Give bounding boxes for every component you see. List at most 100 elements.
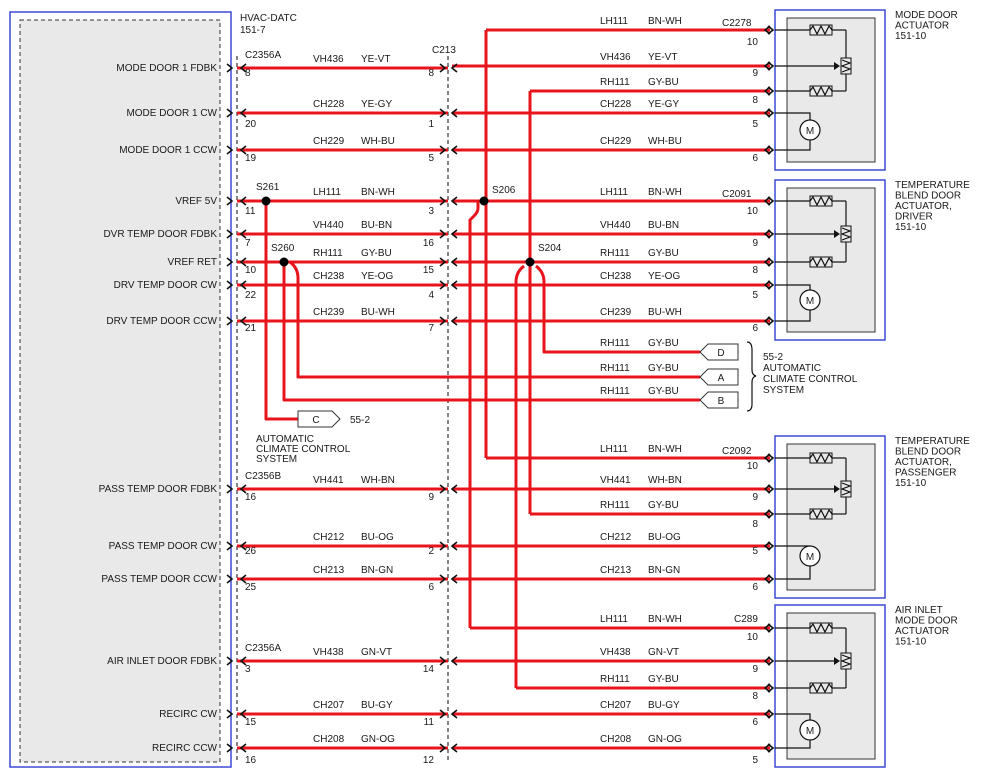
reference-label: SYSTEM: [256, 454, 297, 465]
connector-id: C289: [734, 614, 758, 625]
actuator-label: BLEND DOOR: [895, 191, 961, 202]
connector-tag-letter: C: [312, 415, 319, 426]
actuator-pin-chevron: [763, 257, 771, 267]
actuator-pin-number: 5: [752, 755, 758, 766]
reference-label: CLIMATE CONTROL: [763, 374, 858, 385]
connector-pin-chevron: [439, 316, 447, 326]
circuit-id: RH111: [600, 77, 630, 88]
connector-pin-chevron: [450, 709, 458, 719]
connector-pin-number: 16: [423, 238, 435, 249]
actuator-pin-chevron: [763, 484, 771, 494]
wire-color: BN-WH: [648, 614, 682, 625]
circuit-id: CH208: [313, 734, 345, 745]
resistor-symbol: [809, 85, 833, 97]
connector-pin-chevron: [439, 541, 447, 551]
actuator-pin-number: 8: [752, 691, 758, 702]
module-pin-label: MODE DOOR 1 FDBK: [116, 63, 217, 74]
connector-id: C2278: [722, 18, 752, 29]
circuit-id: VH441: [313, 475, 344, 486]
circuit-id: CH239: [313, 307, 345, 318]
circuit-id: CH213: [600, 565, 632, 576]
wire-color: GY-BU: [648, 363, 679, 374]
actuator-pin-chevron: [763, 541, 771, 551]
circuit-id: CH228: [313, 99, 345, 110]
actuator-pin-chevron: [763, 86, 771, 96]
connector-pin-number: 22: [245, 290, 257, 301]
actuator-pin-number: 5: [752, 290, 758, 301]
actuator-pin-chevron: [767, 574, 775, 584]
splice-label: S206: [492, 185, 516, 196]
circuit-id: CH212: [313, 532, 345, 543]
module-pin-chevron: [226, 229, 234, 239]
wire-segment: [289, 260, 700, 379]
connector-pin-number: 19: [245, 153, 257, 164]
connector-pin-chevron: [439, 656, 447, 666]
connector-pin-chevron: [439, 145, 447, 155]
splice-s261: [261, 196, 271, 206]
actuator-pin-chevron: [763, 316, 771, 326]
wire-color: BU-WH: [648, 307, 682, 318]
connector-pin-chevron: [450, 229, 458, 239]
actuator-pin-number: 6: [752, 153, 758, 164]
connector-pin-chevron: [450, 316, 458, 326]
module-pin-chevron: [226, 316, 234, 326]
connector-tag-letter: B: [718, 396, 725, 407]
connector-pin-chevron: [439, 280, 447, 290]
actuator-pin-number: 6: [752, 323, 758, 334]
actuator-label: TEMPERATURE: [895, 180, 970, 191]
connector-pin-chevron: [239, 257, 247, 267]
motor-icon: [799, 119, 821, 141]
actuator-pin-chevron: [767, 316, 775, 326]
circuit-id: RH111: [600, 674, 630, 685]
circuit-id: RH111: [313, 248, 343, 259]
splice-s260: [279, 257, 289, 267]
actuator-pin-chevron: [763, 623, 771, 633]
actuator-pin-chevron: [767, 280, 775, 290]
connector-pin-number: 16: [245, 492, 257, 503]
wire-color: BN-WH: [648, 16, 682, 27]
actuator-pin-chevron: [767, 623, 775, 633]
actuator-panel: [786, 443, 876, 591]
circuit-id: VH440: [313, 220, 344, 231]
module-pin-chevron: [226, 743, 234, 753]
circuit-id: RH111: [600, 338, 630, 349]
resistor-symbol: [809, 682, 833, 694]
wire-segment: [468, 201, 480, 628]
connector-pin-chevron: [439, 484, 447, 494]
module-pin-label: MODE DOOR 1 CCW: [119, 145, 217, 156]
wire-color: BN-WH: [361, 187, 395, 198]
connector-id: C213: [432, 45, 456, 56]
potentiometer-zigzag: [840, 59, 852, 73]
connector-pin-chevron: [450, 63, 458, 73]
connector-pin-chevron: [439, 709, 447, 719]
wiper-arrow: [834, 657, 840, 665]
module-pin-chevron: [226, 484, 234, 494]
connector-pin-number: 16: [245, 755, 257, 766]
lead: [775, 566, 811, 580]
splice-label: S260: [271, 243, 295, 254]
actuator-pin-number: 6: [752, 582, 758, 593]
motor-label: M: [806, 126, 814, 137]
motor-icon: [799, 545, 821, 567]
connector-tag-letter: D: [717, 348, 724, 359]
connector-id: C2356A: [245, 50, 281, 61]
connector-pin-number: 10: [245, 265, 257, 276]
wire-segment: [514, 264, 525, 688]
wire-color: BU-GY: [361, 700, 393, 711]
actuator-pin-chevron: [767, 509, 775, 519]
actuator-label: MODE DOOR: [895, 10, 958, 21]
actuator-pin-chevron: [767, 108, 775, 118]
lead: [775, 112, 811, 120]
wire-color: YE-GY: [361, 99, 392, 110]
actuator-pin-chevron: [763, 574, 771, 584]
resistor-symbol: [809, 256, 833, 268]
circuit-id: LH111: [600, 614, 628, 625]
connector-id: C2356A: [245, 643, 281, 654]
connector-pin-chevron: [450, 484, 458, 494]
connector-pin-number: 11: [424, 717, 435, 728]
motor-icon: [799, 289, 821, 311]
circuit-id: CH213: [313, 565, 345, 576]
connector-pin-chevron: [439, 108, 447, 118]
wire-color: YE-OG: [648, 271, 680, 282]
